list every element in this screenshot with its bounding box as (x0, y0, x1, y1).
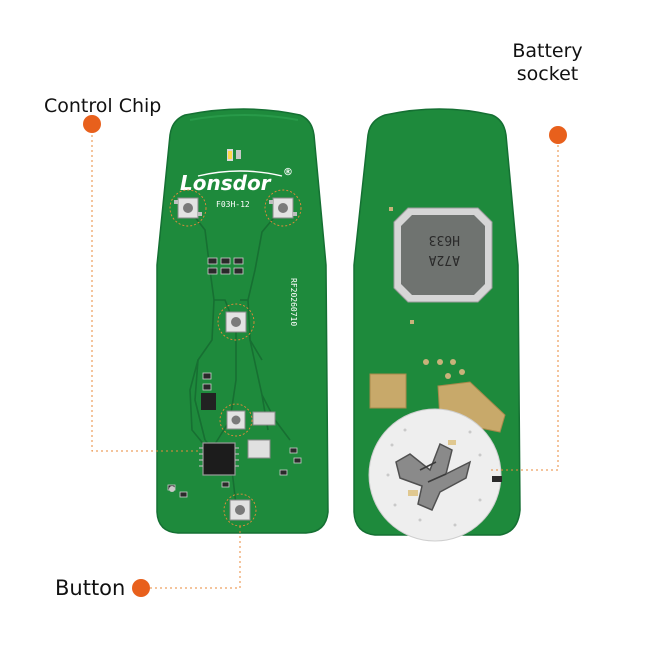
brand-text: Lonsdor (180, 171, 272, 195)
registered-mark: ® (283, 167, 293, 178)
inductor-chip: H633 A72A (393, 207, 493, 303)
serial-text: RF20260710 (289, 278, 298, 326)
crystal-oscillator (247, 439, 271, 459)
regulator-chip (201, 393, 216, 410)
chip-text-1: H633 (429, 232, 460, 247)
chip-text-2: A72A (429, 252, 460, 267)
switch-button-bottom (223, 493, 257, 527)
solder-pads (389, 207, 465, 379)
switch-top-left (169, 189, 207, 227)
label-battery-line2: socket (516, 63, 579, 85)
smd-components (167, 257, 302, 498)
via (169, 486, 175, 492)
battery-socket (368, 408, 502, 542)
switch-lower (219, 403, 253, 437)
callout-leaders (91, 135, 559, 589)
marker-control-chip (83, 115, 101, 133)
label-battery-line1: Battery (512, 40, 583, 62)
brand-logo: Lonsdor ® (180, 167, 293, 195)
marker-button (132, 579, 150, 597)
battery-clip (395, 440, 472, 511)
label-button: Button (55, 576, 126, 600)
switch-middle (217, 303, 255, 341)
switch-top-right (264, 189, 302, 227)
front-pcb: Lonsdor ® F03H-12 RF20260710 (156, 108, 329, 534)
smd-part-back (492, 476, 502, 482)
label-battery-socket: Battery socket (505, 40, 590, 86)
antenna-component (252, 411, 276, 426)
contact-pad-left (369, 373, 407, 409)
label-control-chip: Control Chip (44, 95, 162, 117)
control-chip (199, 442, 239, 476)
model-text: F03H-12 (216, 200, 250, 209)
back-pcb: H633 A72A (353, 108, 521, 542)
led-indicator (227, 149, 241, 161)
marker-battery-socket (549, 126, 567, 144)
